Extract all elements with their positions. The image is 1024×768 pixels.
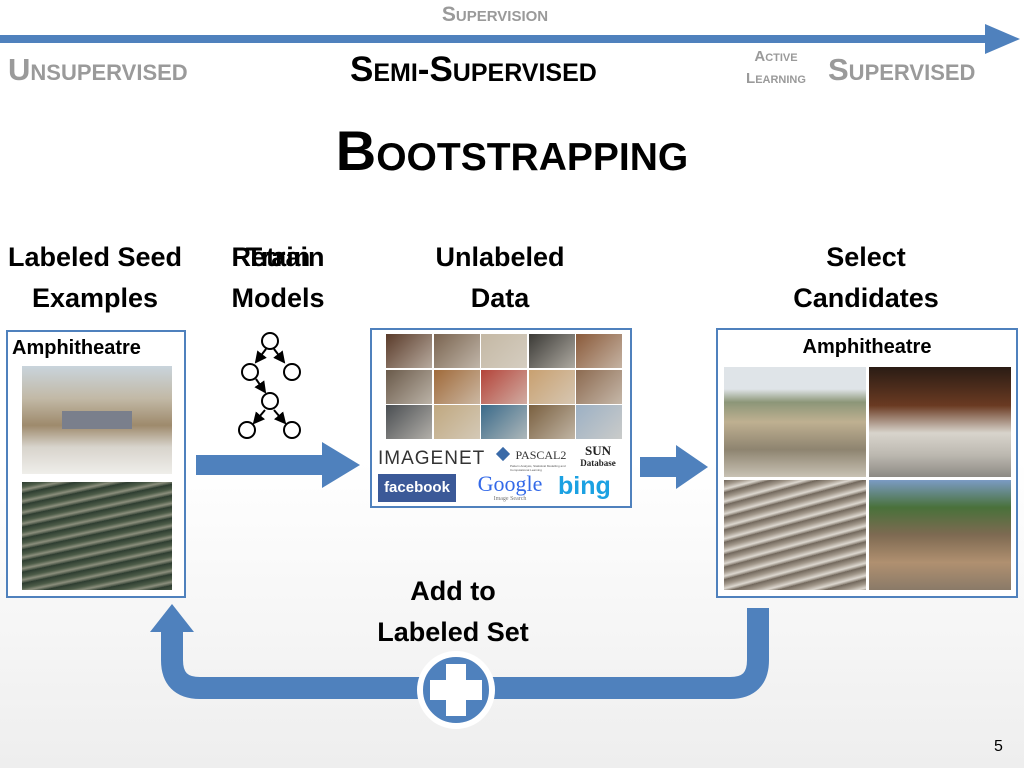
- tree-node: [283, 363, 301, 381]
- pascal-text: PASCAL2: [515, 448, 567, 462]
- train-header: Train Retrain Models: [218, 237, 338, 319]
- supervision-label: Supervision: [441, 3, 549, 26]
- page-number: 5: [994, 738, 1003, 755]
- candidate-photo-2: [869, 367, 1011, 477]
- supervised-label: Supervised: [828, 52, 976, 87]
- train-header-retrain: Retrain: [231, 242, 325, 272]
- unlabeled-header-line2: Data: [470, 283, 530, 313]
- seed-panel: Amphitheatre: [6, 330, 186, 598]
- image-mosaic: [386, 334, 622, 440]
- add-header: Add to Labeled Set: [352, 571, 554, 653]
- semi-supervised-label: Semi-Supervised: [350, 50, 597, 89]
- add-header-line2: Labeled Set: [377, 617, 529, 647]
- mosaic-thumb: [386, 405, 432, 439]
- mosaic-thumb: [386, 334, 432, 368]
- facebook-text: facebook: [384, 479, 450, 496]
- google-subtitle: Image Search: [493, 496, 527, 502]
- select-header: Select Candidates: [766, 237, 966, 319]
- candidate-photo-4: [869, 480, 1011, 590]
- candidates-caption: Amphitheatre: [802, 336, 932, 358]
- pascal-logo: PASCAL2 Pattern Analysis, Statistical Mo…: [495, 446, 578, 472]
- unlabeled-header: Unlabeled Data: [400, 237, 600, 319]
- seed-caption: Amphitheatre: [12, 337, 141, 359]
- imagenet-logo: IMAGENET: [378, 448, 485, 470]
- mosaic-thumb: [576, 334, 622, 368]
- unlabeled-header-line1: Unlabeled: [435, 242, 565, 272]
- bing-logo: bing: [558, 472, 611, 501]
- tree-node: [241, 363, 259, 381]
- active-learning-label: Active Learning: [726, 46, 826, 90]
- supervision-arrow: [0, 24, 1020, 54]
- tree-node: [261, 392, 279, 410]
- sun-logo: SUN Database: [576, 443, 620, 469]
- mosaic-thumb: [528, 334, 575, 368]
- arrow-to-unlabeled: [196, 442, 360, 488]
- pascal-subtitle: Pattern Analysis, Statistical Modelling …: [510, 464, 566, 472]
- mosaic-thumb: [576, 405, 622, 439]
- facebook-logo: facebook: [378, 474, 456, 502]
- google-logo: Google Image Search: [470, 471, 550, 503]
- seed-header-line1: Labeled Seed: [7, 242, 183, 272]
- active-label: Active: [754, 48, 798, 65]
- plus-icon: [417, 651, 495, 729]
- page-title: Bootstrapping: [335, 119, 689, 182]
- mosaic-thumb: [481, 405, 527, 439]
- tree-node: [261, 332, 279, 350]
- bing-text: bing: [558, 472, 611, 500]
- seed-photo-1: [22, 366, 172, 474]
- tree-node: [283, 421, 301, 439]
- mosaic-thumb: [481, 334, 527, 368]
- seed-photo-2: [22, 482, 172, 590]
- select-header-line1: Select: [826, 242, 906, 272]
- sun-text: SUN: [584, 443, 611, 458]
- mosaic-thumb: [528, 405, 575, 439]
- mosaic-thumb: [528, 369, 575, 404]
- mosaic-thumb: [481, 369, 527, 404]
- train-header-train: Train: [245, 242, 311, 272]
- google-text: Google: [477, 471, 543, 496]
- arrow-to-candidates: [640, 445, 708, 489]
- seed-header: Labeled Seed Examples: [0, 237, 190, 319]
- model-tree-diagram: [238, 332, 301, 439]
- mosaic-thumb: [433, 369, 480, 404]
- mosaic-thumb: [433, 405, 480, 439]
- candidates-panel: Amphitheatre: [716, 328, 1018, 598]
- seed-header-line2: Examples: [31, 283, 159, 313]
- unlabeled-panel: IMAGENET PASCAL2 Pattern Analysis, Stati…: [370, 328, 632, 508]
- learning-label: Learning: [746, 70, 806, 87]
- unsupervised-label: Unsupervised: [8, 52, 188, 87]
- candidate-photo-1: [724, 367, 866, 477]
- train-header-line2: Models: [231, 283, 325, 313]
- imagenet-text: IMAGENET: [378, 448, 486, 469]
- mosaic-thumb: [433, 334, 480, 368]
- tree-node: [238, 421, 256, 439]
- select-header-line2: Candidates: [793, 283, 939, 313]
- add-header-line1: Add to: [410, 576, 496, 606]
- mosaic-thumb: [576, 369, 622, 404]
- sun-subtitle: Database: [580, 458, 616, 468]
- candidate-photo-3: [724, 480, 866, 590]
- mosaic-thumb: [386, 369, 432, 404]
